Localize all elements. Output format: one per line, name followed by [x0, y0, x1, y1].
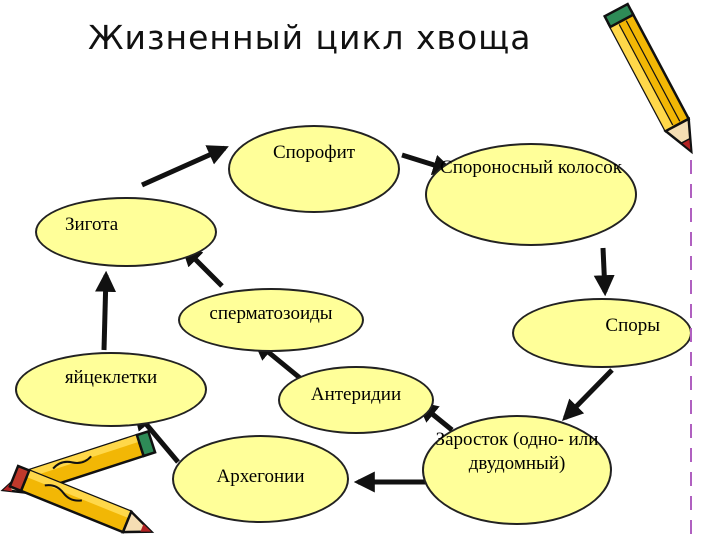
arrow-spikelet-to-spores	[593, 247, 615, 297]
node-spore-bearing-spikelet: Спороносный колосок	[425, 143, 637, 246]
node-prothallus-label: Заросток (одно- или двудомный)	[435, 429, 599, 474]
node-spikelet-label: Спороносный колосок	[440, 157, 622, 178]
node-sperm-label: сперматозоиды	[209, 303, 333, 324]
node-antheridia-label: Антеридии	[310, 384, 402, 405]
node-spores-label: Споры	[605, 315, 660, 336]
node-prothallus: Заросток (одно- или двудомный)	[422, 415, 612, 525]
node-eggs: яйцеклетки	[15, 352, 207, 427]
arrow-zygote-to-sporophyte	[140, 145, 229, 188]
page-title: Жизненный цикл хвоща	[88, 18, 532, 57]
node-sporophyte-label: Спорофит	[272, 142, 356, 163]
arrow-eggs-to-zygote	[95, 270, 117, 351]
node-zygote-label: Зигота	[65, 214, 119, 235]
node-zygote: Зигота	[35, 197, 217, 267]
pencil-icon	[602, 2, 693, 155]
node-archegonia: Архегонии	[172, 435, 349, 523]
pencils-icon	[0, 430, 157, 534]
margin-line	[690, 160, 692, 535]
node-sporophyte: Спорофит	[228, 125, 400, 213]
node-sperm: сперматозоиды	[178, 288, 364, 352]
node-eggs-label: яйцеклетки	[64, 367, 158, 388]
arrow-spores-to-prothallus	[562, 368, 614, 422]
node-archegonia-label: Архегонии	[216, 466, 305, 487]
node-antheridia: Антеридии	[278, 366, 434, 434]
node-spores: Споры	[512, 298, 692, 368]
